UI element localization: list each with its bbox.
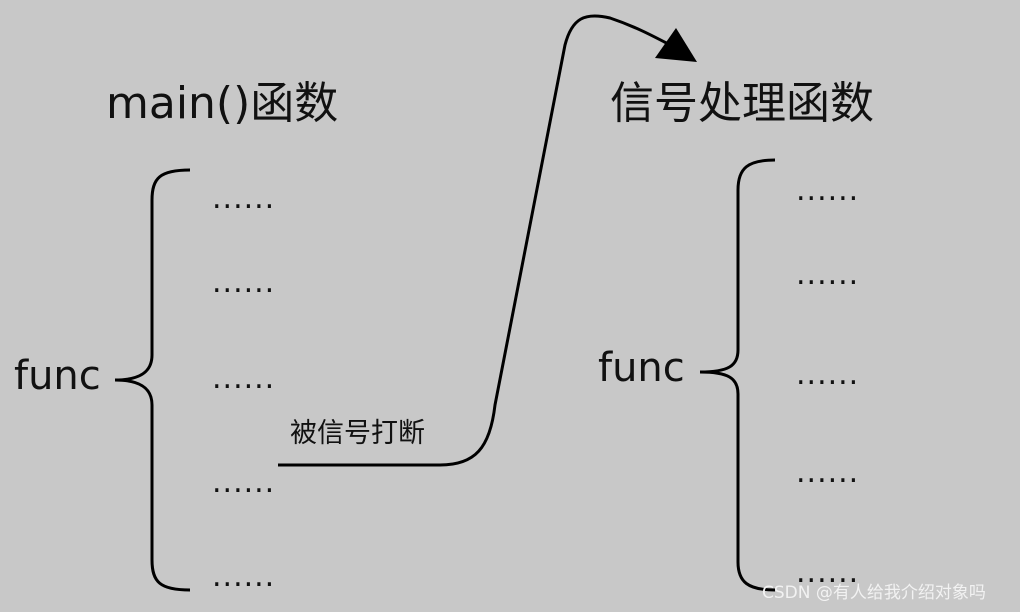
- signal-handler-title: 信号处理函数: [610, 78, 874, 129]
- main-function-title: main()函数: [106, 78, 339, 129]
- handler-code-line-2: ......: [796, 257, 860, 292]
- handler-code-line-1: ......: [796, 173, 860, 208]
- interrupt-label: 被信号打断: [290, 418, 425, 449]
- left-brace: [114, 168, 191, 592]
- main-code-line-2: ......: [212, 265, 276, 300]
- interrupt-arrowhead: [655, 28, 697, 62]
- right-func-label: func: [598, 345, 685, 391]
- main-code-line-3: ......: [212, 361, 276, 396]
- handler-code-line-4: ......: [796, 455, 860, 490]
- interrupt-arrow-line: [278, 14, 681, 467]
- csdn-watermark: CSDN @有人给我介绍对象吗: [762, 583, 986, 603]
- left-func-label: func: [14, 353, 101, 399]
- main-code-line-5: ......: [212, 559, 276, 594]
- main-code-line-1: ......: [212, 181, 276, 216]
- handler-code-line-5: ......: [796, 555, 860, 590]
- handler-code-line-3: ......: [796, 357, 860, 392]
- right-brace: [699, 158, 776, 592]
- main-code-line-4: ......: [212, 465, 276, 500]
